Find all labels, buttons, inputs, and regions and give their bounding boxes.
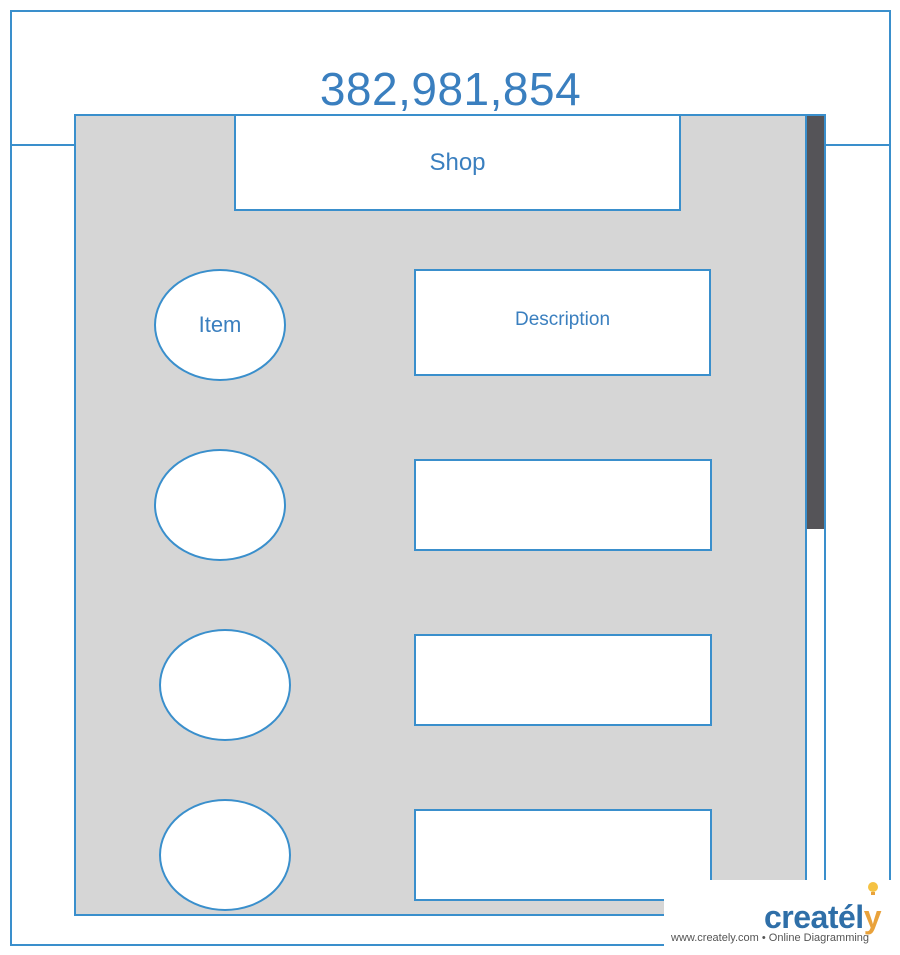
item-description: [414, 809, 712, 901]
tagline-text: www.creately.com • Online Diagramming: [671, 932, 870, 944]
description-label: Description: [514, 308, 611, 330]
item-label: Item: [198, 312, 242, 337]
lightbulb-icon: [867, 882, 878, 895]
watermark-background: [664, 880, 894, 948]
item-slot[interactable]: [159, 629, 291, 741]
logo-text: creatél: [764, 899, 864, 935]
watermark-tagline: www.creately.com • Online Diagramming: [671, 932, 869, 944]
item-slot[interactable]: [159, 799, 291, 911]
scrollbar-thumb[interactable]: [807, 116, 824, 529]
item-slot[interactable]: [154, 449, 286, 561]
item-slot[interactable]: Item: [154, 269, 286, 381]
currency-counter: 382,981,854: [319, 63, 582, 115]
shop-title-label: Shop: [429, 148, 486, 176]
logo-text-y: y: [863, 899, 882, 935]
item-description: Description: [414, 269, 711, 376]
shop-title: Shop: [234, 114, 681, 211]
item-description: [414, 459, 712, 551]
item-description: [414, 634, 712, 726]
